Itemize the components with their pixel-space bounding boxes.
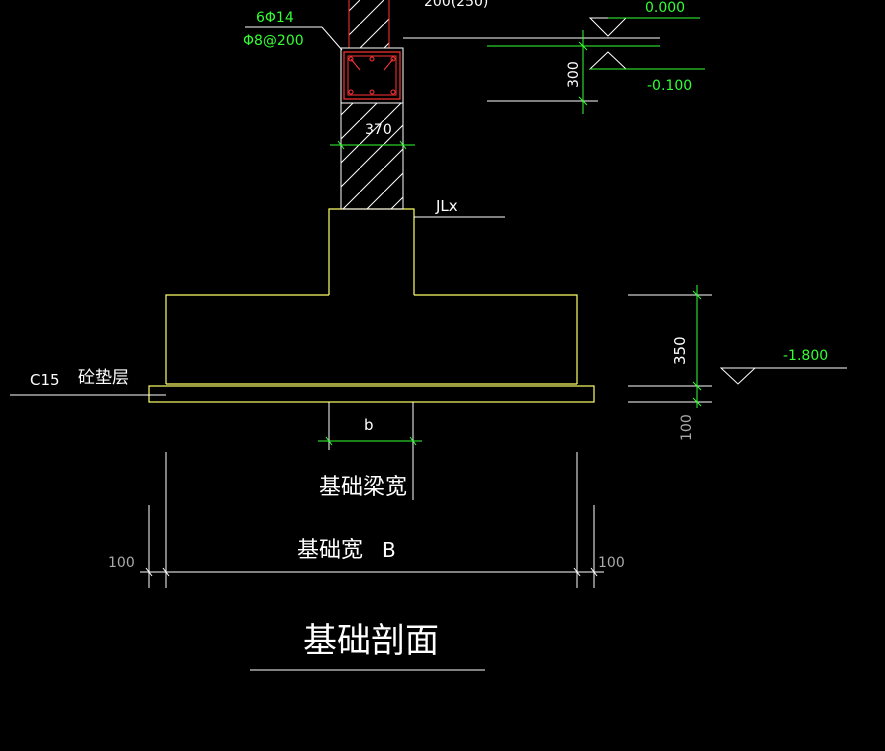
beam-tag: JLx [414, 197, 505, 218]
base-width-dimension: 基础宽 B 100 100 [108, 452, 625, 588]
h300-label: 300 [566, 61, 582, 88]
top-elevation-marks: 300 0.000 -0.100 [487, 0, 705, 114]
wall-width-label: 370 [365, 122, 392, 138]
beam-width-text: 基础梁宽 [319, 475, 407, 500]
rebar-annotation: 6Φ14 Φ8@200 200(250) [243, 0, 488, 51]
mat-material-label: C15 [30, 371, 60, 389]
rebar-main-label: 6Φ14 [256, 10, 294, 26]
base-width-text: 基础宽 [297, 538, 363, 563]
wall [340, 0, 404, 209]
elev-bottom-label: -1.800 [783, 348, 828, 364]
right-offset-label: 100 [598, 555, 625, 571]
beam-width-dimension: b 基础梁宽 [318, 402, 422, 500]
beam-width-symbol: b [364, 416, 374, 434]
depth-dimension: 350 100 -1.800 [628, 285, 847, 441]
h350-label: 350 [671, 336, 689, 365]
beam-tag-label: JLx [435, 197, 458, 215]
left-offset-label: 100 [108, 555, 135, 571]
foundation-outline [148, 208, 595, 403]
drawing-title: 基础剖面 [250, 621, 485, 671]
elev-upper-label: -0.100 [647, 78, 692, 94]
mat-annotation: C15 砼垫层 [10, 368, 166, 396]
wall-width-dimension: 370 [330, 122, 415, 150]
top-clip-label: 200(250) [424, 0, 488, 10]
title-text: 基础剖面 [303, 621, 439, 661]
mat-name-label: 砼垫层 [78, 368, 129, 388]
rebar-stirrup-label: Φ8@200 [243, 33, 304, 49]
h100-label: 100 [679, 414, 695, 441]
ring-beam [340, 47, 404, 104]
elev-top-label: 0.000 [645, 0, 685, 16]
base-width-symbol: B [382, 538, 396, 562]
